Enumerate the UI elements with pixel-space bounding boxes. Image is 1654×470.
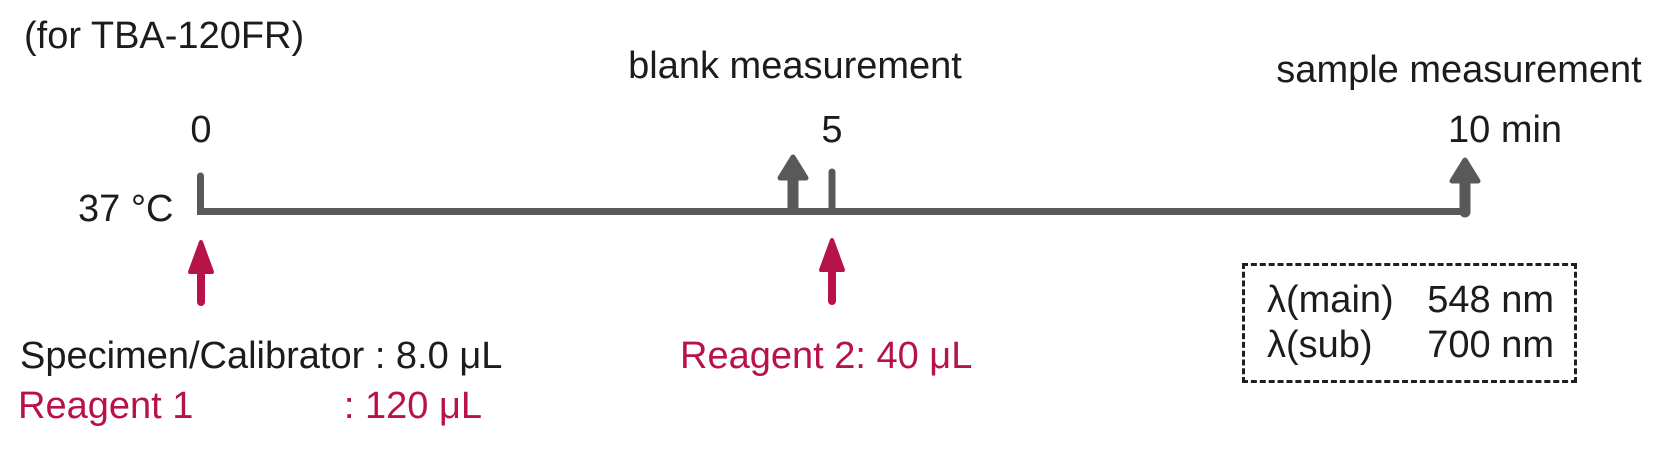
reagent1-label: Reagent 1 (18, 385, 194, 427)
wavelength-main-label: λ(main) (1267, 279, 1394, 321)
sample-measurement-label: sample measurement (1276, 49, 1642, 91)
tick-label-10min: 10 min (1448, 109, 1563, 151)
wavelength-box: λ(main) 548 nm λ(sub) 700 nm (1242, 263, 1577, 383)
reagent1-value: : 120 μL (343, 385, 482, 427)
analyzer-note: (for TBA-120FR) (24, 15, 305, 57)
specimen-calibrator-line: Specimen/Calibrator : 8.0 μL (20, 335, 503, 377)
wavelength-sub-label: λ(sub) (1267, 324, 1373, 366)
wavelength-main-row: λ(main) 548 nm (1267, 278, 1554, 323)
sample-measurement-arrow-icon (1449, 157, 1481, 218)
wavelength-sub-value: 700 nm (1427, 324, 1554, 366)
temperature-label: 37 °C (78, 188, 174, 230)
reagent1-line: Reagent 1 : 120 μL (18, 385, 482, 428)
reagent2-line: Reagent 2: 40 μL (680, 335, 973, 377)
blank-measurement-label: blank measurement (628, 45, 962, 87)
reagent2-addition-arrow-icon (819, 238, 845, 305)
wavelength-sub-row: λ(sub) 700 nm (1267, 323, 1554, 368)
tick-label-0: 0 (190, 109, 212, 151)
wavelength-main-value: 548 nm (1427, 279, 1554, 321)
blank-measurement-arrow-icon (777, 154, 809, 211)
tick-label-5: 5 (821, 109, 843, 151)
reagent1-addition-arrow-icon (188, 240, 214, 306)
